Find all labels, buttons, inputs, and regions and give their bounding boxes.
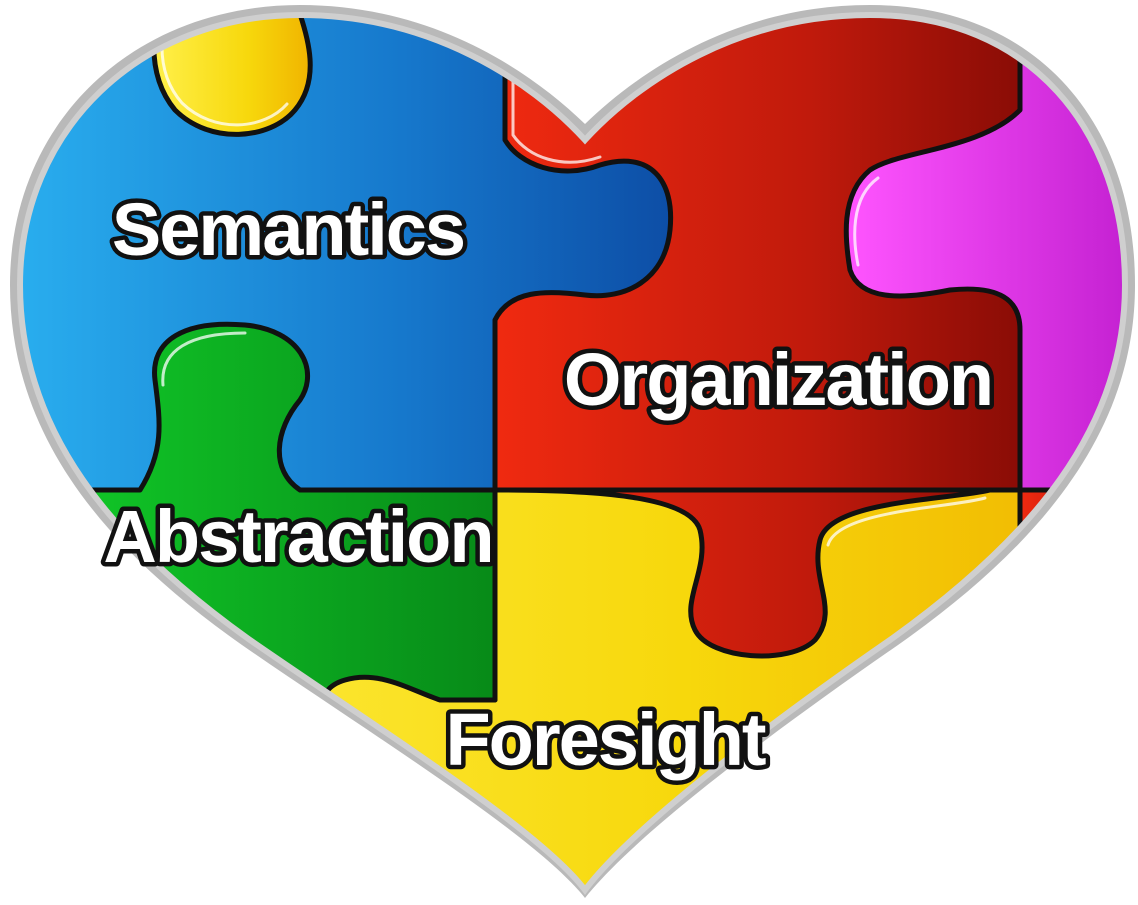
label-abstraction: Abstraction — [103, 495, 492, 578]
piece-magenta — [846, 15, 1125, 490]
label-organization: Organization — [564, 338, 992, 421]
label-foresight: Foresight — [445, 698, 765, 781]
label-semantics: Semantics — [112, 188, 464, 271]
